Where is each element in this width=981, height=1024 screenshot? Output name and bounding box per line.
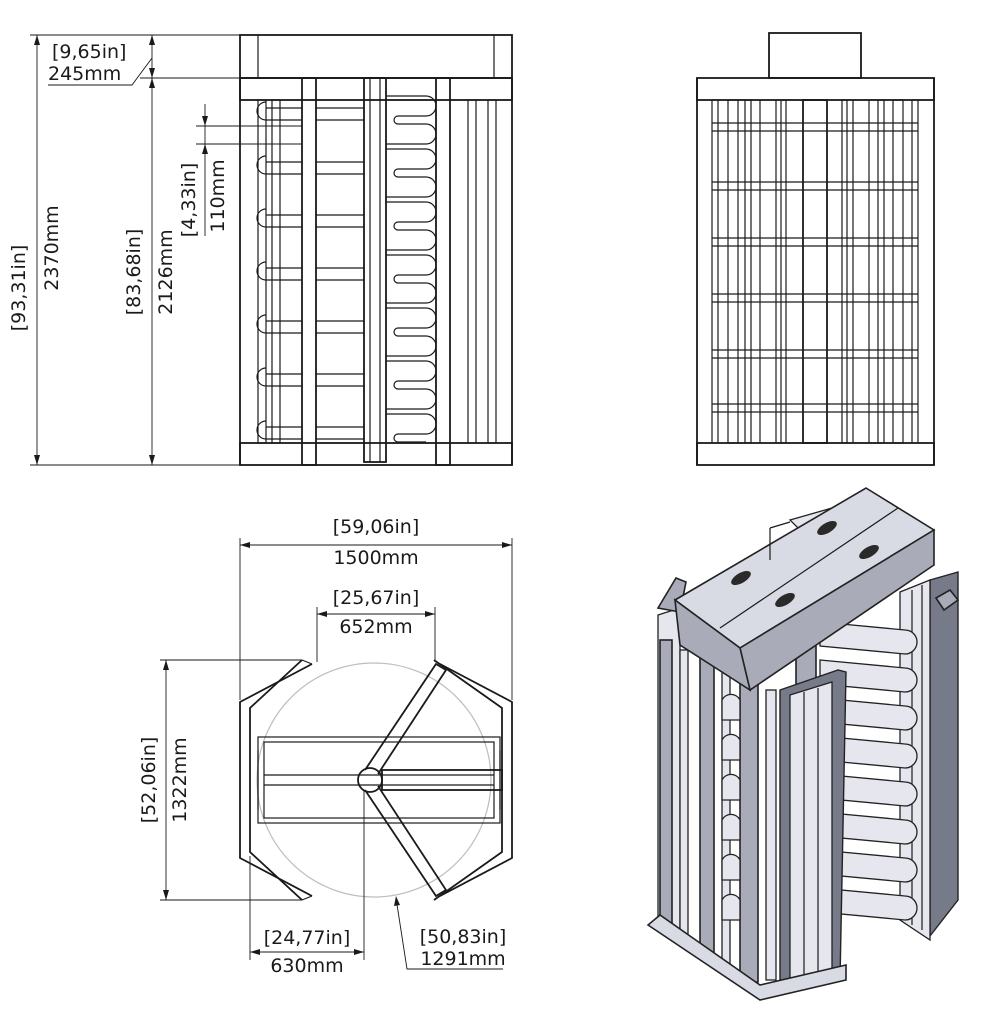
rotor-wing-upper (364, 662, 448, 775)
side-center-post (802, 99, 828, 444)
isometric-view (646, 487, 960, 1001)
front-rotor-post (363, 77, 387, 463)
passage-width-in-label: [25,67in] (333, 587, 420, 609)
iso-left-arms (721, 693, 741, 921)
front-rotor-arms (386, 95, 437, 443)
arm-spacing-in-label: [4,33in] (178, 163, 200, 237)
frame-height-in-label: [83,68in] (123, 229, 145, 316)
depth-in-label: [52,06in] (138, 737, 160, 824)
front-dimensions (30, 34, 302, 466)
side-rails (712, 122, 918, 413)
rotor-diameter-mm-label: 1291mm (420, 948, 505, 970)
top-right-housing (439, 663, 513, 897)
iso-left-cage-bars (659, 639, 777, 983)
iso-base (646, 913, 847, 1001)
front-left-post (301, 77, 317, 466)
top-height-in-label: [9,65in] (52, 41, 126, 63)
rotor-wing-right (381, 769, 503, 791)
front-right-post (435, 77, 451, 466)
top-view-dimensions (160, 538, 513, 970)
side-bottom-beam (696, 442, 935, 466)
side-top-beam (696, 77, 935, 101)
depth-mm-label: 1322mm (169, 737, 191, 822)
rotor-hub (357, 767, 383, 793)
arm-spacing-mm-label: 110mm (207, 159, 229, 232)
total-height-in-label: [93,31in] (8, 245, 30, 332)
front-top-box (239, 34, 513, 79)
front-left-arms (256, 101, 302, 440)
rotor-circle (256, 662, 492, 898)
front-top-beam (239, 77, 513, 101)
iso-canopy-holes (731, 521, 879, 607)
top-height-mm-label: 245mm (48, 63, 121, 85)
total-height-mm-label: 2370mm (41, 205, 63, 290)
top-view (239, 659, 513, 901)
iso-back-right-post (929, 571, 959, 939)
rotor-wing-lower (364, 785, 448, 898)
side-view (696, 32, 935, 466)
front-middle-rails (316, 107, 364, 440)
offset-mm-label: 630mm (270, 955, 343, 977)
total-width-mm-label: 1500mm (333, 547, 418, 569)
front-view (239, 34, 513, 466)
frame-height-mm-label: 2126mm (155, 229, 177, 314)
offset-in-label: [24,77in] (264, 927, 351, 949)
side-top-box (768, 32, 862, 79)
rotor-diameter-in-label: [50,83in] (420, 926, 507, 948)
total-width-in-label: [59,06in] (333, 516, 420, 538)
passage-width-mm-label: 652mm (339, 616, 412, 638)
